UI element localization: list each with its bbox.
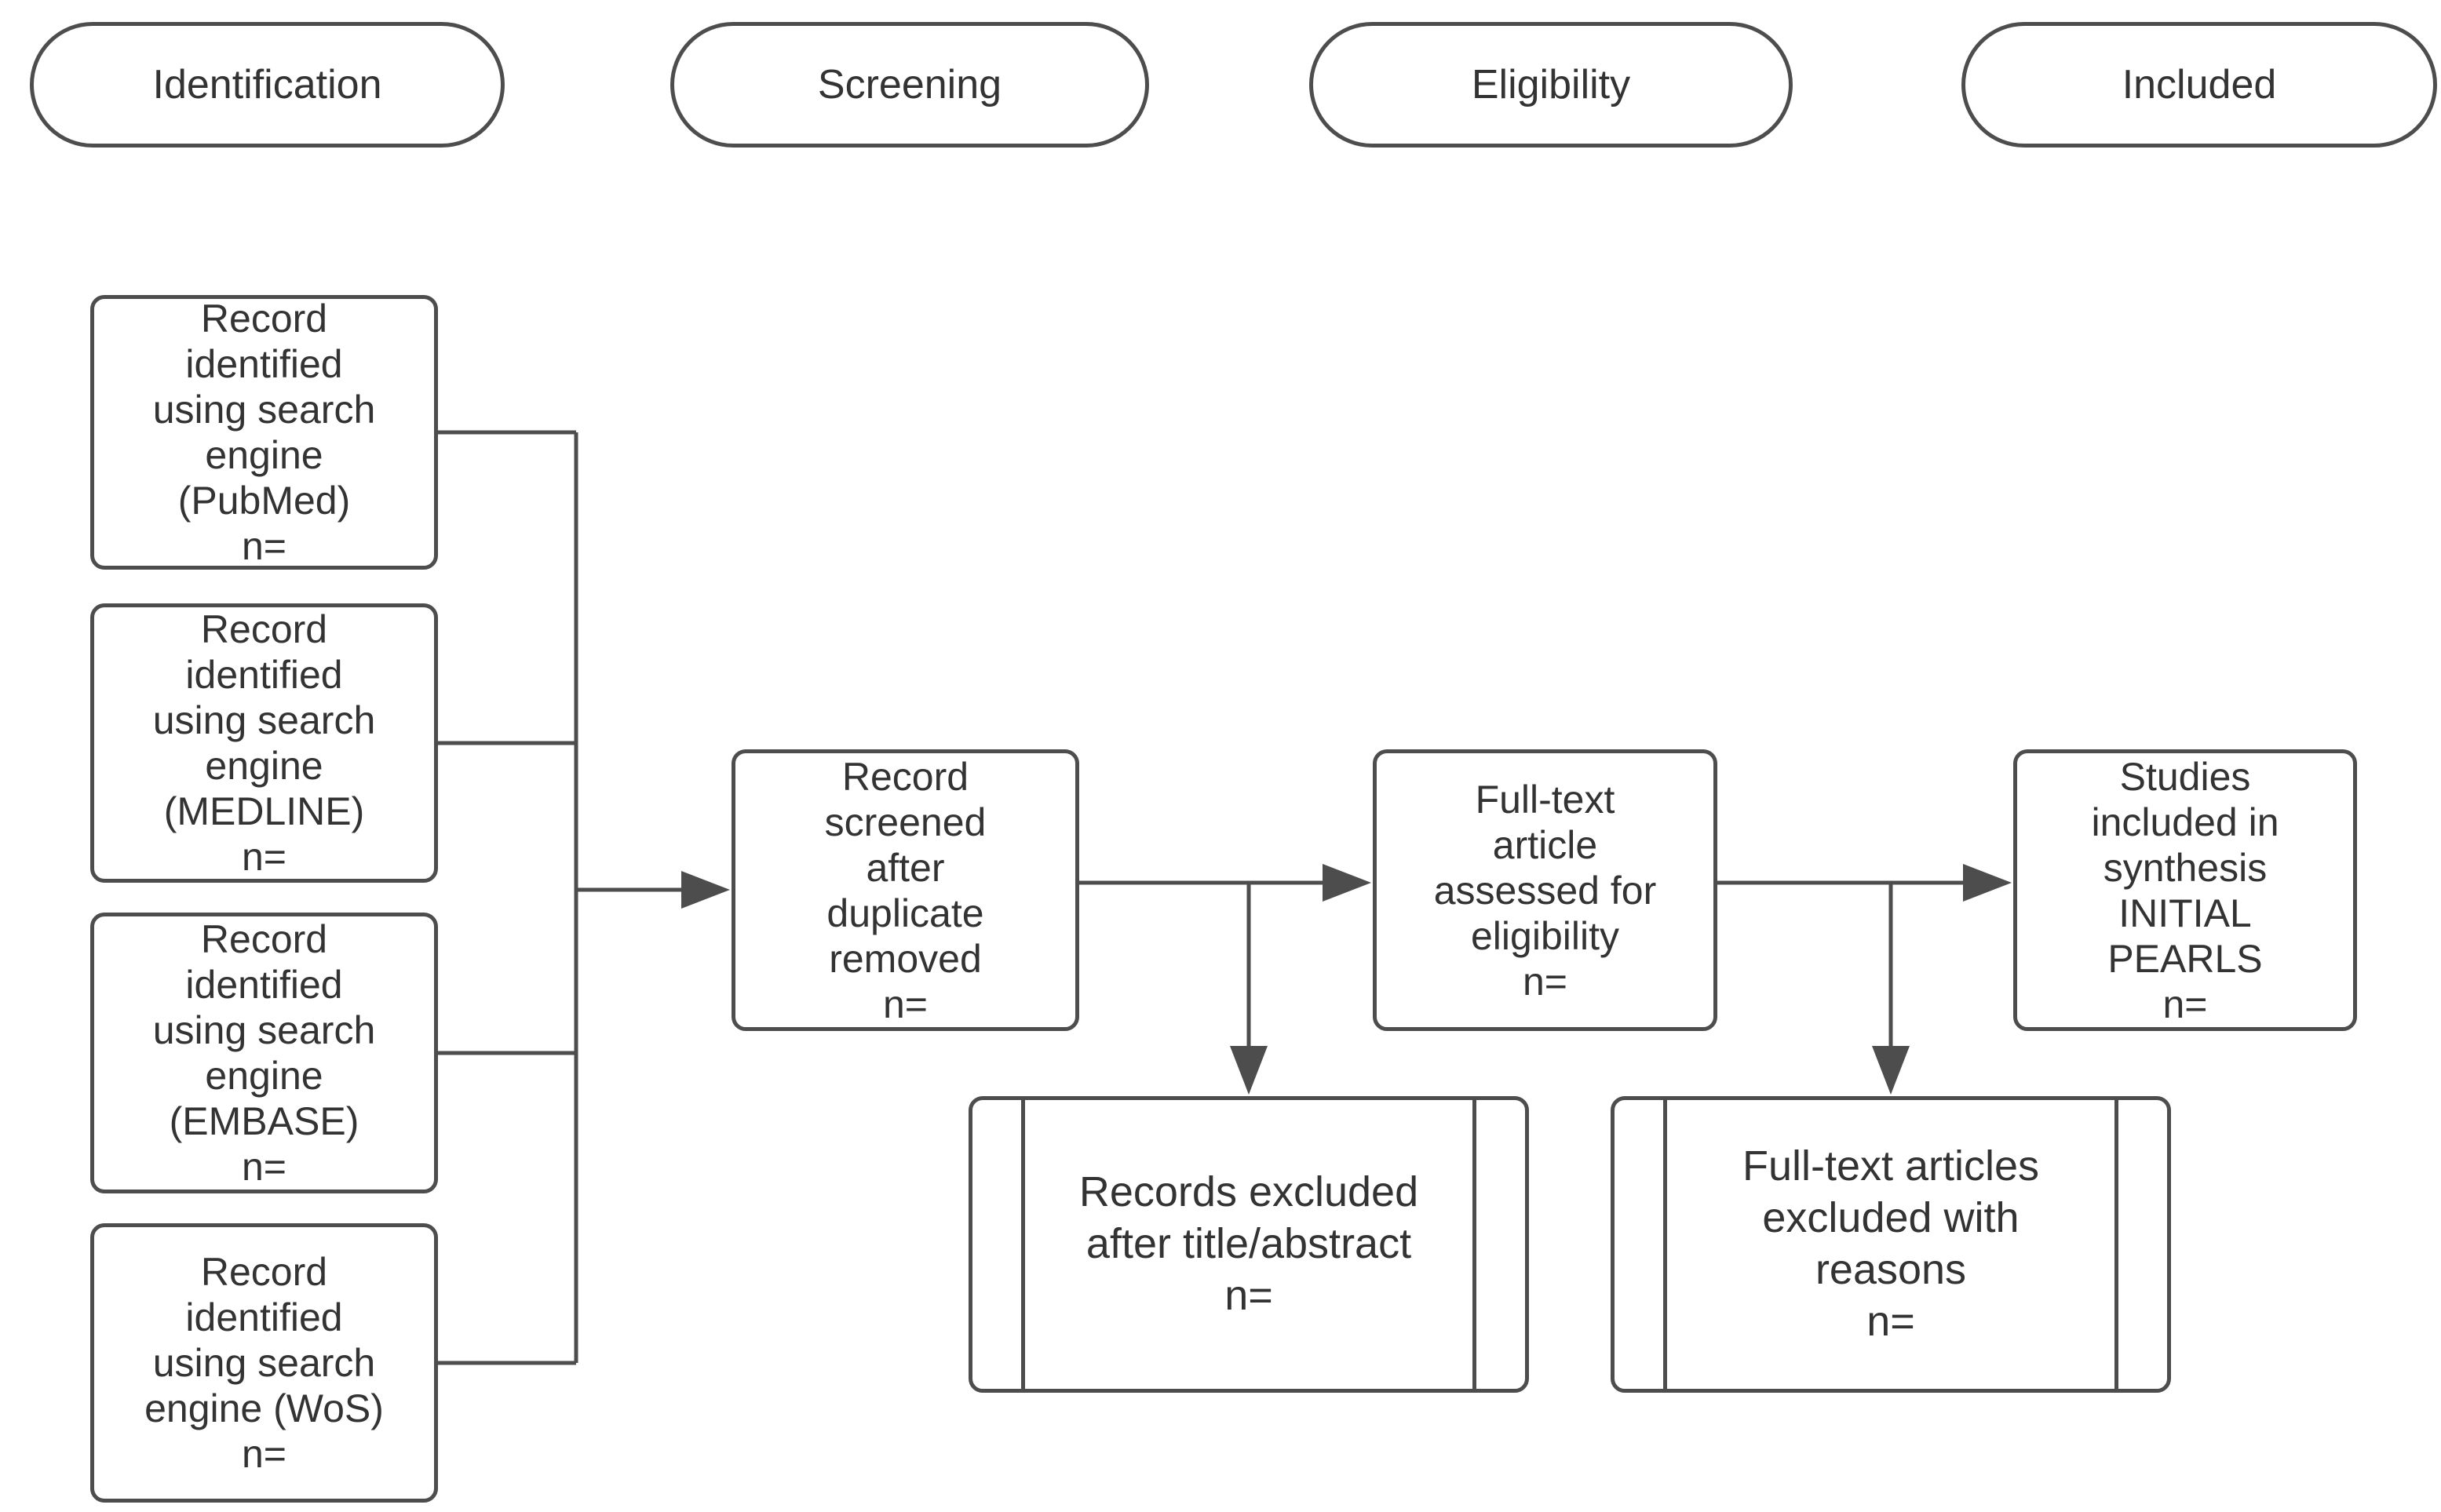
excluded-records-left-bar — [1021, 1100, 1025, 1389]
excluded-fulltext-right-bar — [2114, 1100, 2118, 1389]
node-records-pubmed-text: Record identified using search engine (P… — [152, 297, 376, 568]
node-records-embase-text: Record identified using search engine (E… — [152, 917, 376, 1189]
arrowhead-screened-fulltext — [1323, 864, 1371, 902]
node-records-medline: Record identified using search engine (M… — [90, 603, 438, 883]
phase-eligibility: Eligibility — [1309, 22, 1793, 148]
phase-screening-label: Screening — [817, 61, 1002, 107]
node-excluded-records-text: Records excluded after title/abstract n= — [1078, 1168, 1419, 1319]
arrowhead-excluded-records — [1230, 1046, 1268, 1095]
arrowhead-excluded-fulltext — [1872, 1046, 1910, 1095]
excluded-records-right-bar — [1472, 1100, 1476, 1389]
arrowhead-fulltext-studies — [1963, 864, 2012, 902]
arrowhead-bus-screened — [681, 871, 730, 909]
node-records-pubmed: Record identified using search engine (P… — [90, 295, 438, 570]
excluded-fulltext-left-bar — [1663, 1100, 1667, 1389]
node-excluded-records: Records excluded after title/abstract n= — [969, 1096, 1529, 1393]
phase-included-label: Included — [2122, 61, 2277, 107]
node-records-screened-text: Record screened after duplicate removed … — [824, 754, 987, 1026]
phase-screening: Screening — [670, 22, 1149, 148]
phase-identification: Identification — [30, 22, 505, 148]
node-records-wos-text: Record identified using search engine (W… — [144, 1250, 384, 1476]
node-excluded-fulltext: Full-text articles excluded with reasons… — [1611, 1096, 2171, 1393]
phase-eligibility-label: Eligibility — [1471, 61, 1631, 107]
node-records-screened: Record screened after duplicate removed … — [732, 749, 1079, 1031]
node-excluded-fulltext-text: Full-text articles excluded with reasons… — [1742, 1142, 2040, 1345]
phase-identification-label: Identification — [152, 61, 382, 107]
phase-included: Included — [1961, 22, 2437, 148]
node-studies-included-text: Studies included in synthesis INITIAL PE… — [2091, 754, 2279, 1026]
node-studies-included: Studies included in synthesis INITIAL PE… — [2013, 749, 2357, 1031]
node-records-wos: Record identified using search engine (W… — [90, 1223, 438, 1503]
node-fulltext-assessed-text: Full-text article assessed for eligibili… — [1433, 777, 1657, 1004]
node-records-medline-text: Record identified using search engine (M… — [152, 607, 376, 879]
node-fulltext-assessed: Full-text article assessed for eligibili… — [1373, 749, 1717, 1031]
node-records-embase: Record identified using search engine (E… — [90, 913, 438, 1193]
